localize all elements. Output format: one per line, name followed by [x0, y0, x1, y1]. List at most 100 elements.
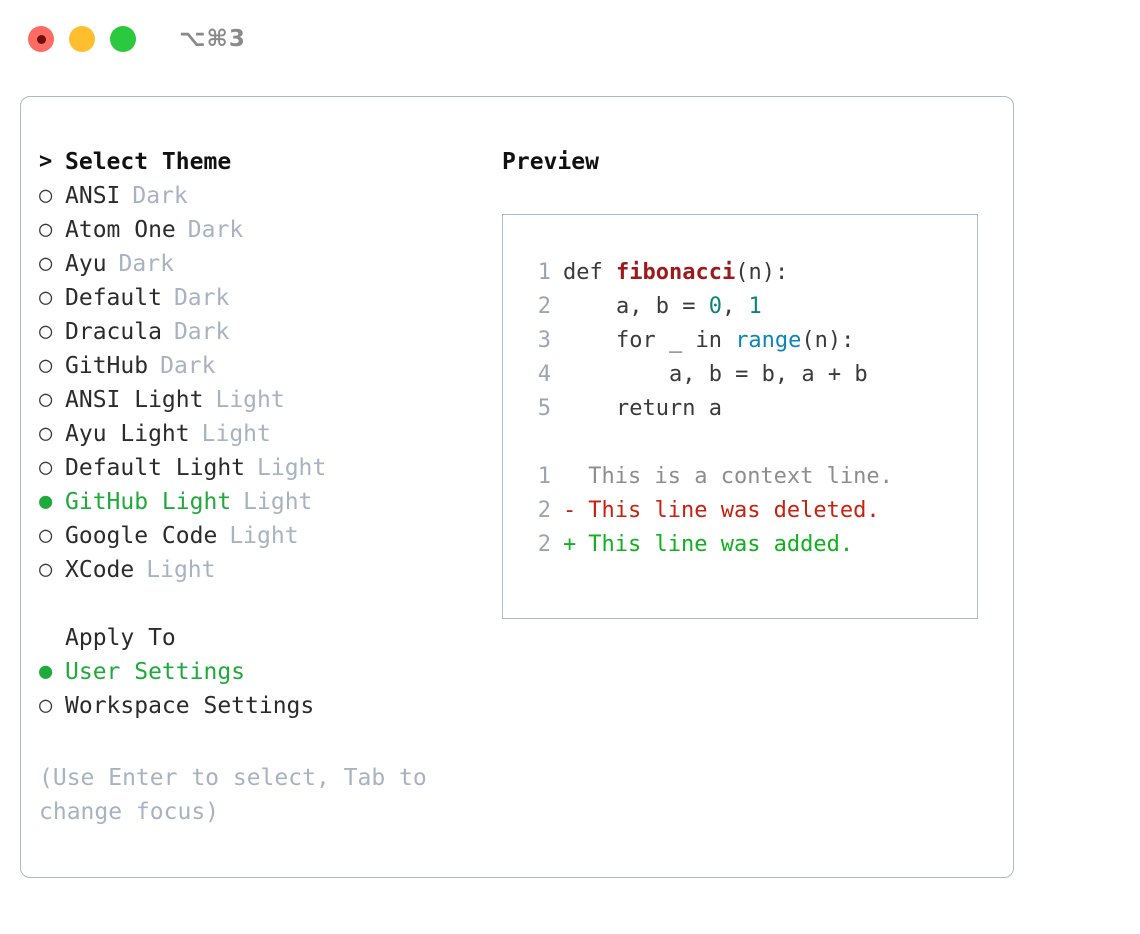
code-line: 3 for _ in range(n): [523, 323, 977, 357]
theme-option-ayu-dark[interactable]: ○ Ayu Dark [39, 247, 489, 281]
apply-to-option-user-settings[interactable]: ● User Settings [39, 655, 489, 689]
theme-label: Default [65, 285, 162, 311]
theme-label: Dracula [65, 319, 162, 345]
theme-tag: Light [257, 455, 327, 481]
code-line: 4 a, b = b, a + b [523, 357, 977, 391]
title-bar: ⌥⌘3 [0, 0, 1140, 78]
theme-tag: Dark [173, 319, 230, 345]
line-number: 4 [537, 361, 551, 387]
line-number: 2 [537, 293, 551, 319]
apply-to-header: Apply To [39, 621, 489, 655]
line-number: 3 [537, 327, 551, 353]
theme-label: Google Code [65, 523, 218, 549]
diff-sign [563, 464, 576, 489]
apply-to-option-workspace-settings[interactable]: ○ Workspace Settings [39, 689, 489, 723]
theme-label: GitHub [65, 353, 149, 379]
code-token: def [563, 259, 616, 285]
radio-unselected-icon: ○ [39, 217, 53, 242]
code-line: 2 a, b = 0, 1 [523, 289, 977, 323]
theme-tag: Dark [160, 353, 216, 379]
theme-option-ansi-light[interactable]: ○ ANSI Light Light [39, 383, 489, 417]
code-diff-spacer [523, 425, 977, 459]
code-token-builtin: range [735, 327, 802, 353]
theme-option-google-code-light[interactable]: ○ Google Code Light [39, 519, 489, 553]
theme-label: ANSI Light [65, 387, 204, 413]
theme-tag: Dark [187, 217, 244, 243]
theme-tag: Light [215, 387, 285, 413]
theme-option-xcode-light[interactable]: ○ XCode Light [39, 553, 489, 587]
radio-unselected-icon: ○ [39, 387, 53, 412]
theme-option-default-dark[interactable]: ○ Default Dark [39, 281, 489, 315]
diff-line-deleted: 2 - This line was deleted. [523, 493, 977, 527]
theme-option-ayu-light[interactable]: ○ Ayu Light Light [39, 417, 489, 451]
preview-box: 1 def fibonacci(n): 2 a, b = 0, 1 3 for … [502, 214, 978, 619]
preview-column: Preview 1 def fibonacci(n): 2 a, b = 0, … [502, 145, 982, 619]
code-token: return a [563, 395, 722, 421]
diff-line-added: 2 + This line was added. [523, 527, 977, 561]
apply-to-title: Apply To [65, 625, 176, 651]
code-token-number: 0 [708, 293, 722, 319]
radio-selected-icon: ● [39, 489, 53, 514]
code-token: a, b = [563, 293, 709, 319]
theme-label: Ayu Light [65, 421, 190, 447]
theme-tag: Dark [118, 251, 174, 277]
minimize-button[interactable] [69, 26, 95, 52]
radio-unselected-icon: ○ [39, 455, 53, 480]
radio-unselected-icon: ○ [39, 523, 53, 548]
radio-unselected-icon: ○ [39, 353, 53, 378]
radio-unselected-icon: ○ [39, 693, 53, 718]
radio-unselected-icon: ○ [39, 251, 53, 276]
diff-text: This is a context line. [588, 463, 893, 489]
code-token: (n): [735, 259, 789, 285]
diff-text: This line was deleted. [588, 497, 880, 523]
apply-to-label: User Settings [65, 659, 246, 685]
code-line: 1 def fibonacci(n): [523, 255, 977, 289]
theme-option-github-light[interactable]: ● GitHub Light Light [39, 485, 489, 519]
recording-indicator-icon [36, 34, 46, 44]
select-theme-title: Select Theme [65, 149, 232, 175]
theme-tag: Dark [173, 285, 230, 311]
caret-icon: > [39, 149, 53, 174]
diff-sign: + [563, 531, 577, 557]
section-spacer [39, 587, 489, 621]
code-token: a, b = b, a + b [563, 361, 868, 387]
theme-option-atom-one-dark[interactable]: ○ Atom One Dark [39, 213, 489, 247]
close-button[interactable] [28, 26, 54, 52]
keyboard-shortcut-label: ⌥⌘3 [179, 26, 246, 52]
code-token: (n): [801, 327, 855, 353]
preview-title: Preview [502, 149, 599, 175]
theme-tag: Light [229, 523, 299, 549]
theme-label: Ayu [65, 251, 107, 277]
theme-option-default-light[interactable]: ○ Default Light Light [39, 451, 489, 485]
line-number: 2 [537, 497, 551, 523]
diff-line-context: 1 This is a context line. [523, 459, 977, 493]
line-number: 2 [537, 531, 551, 557]
radio-unselected-icon: ○ [39, 421, 53, 446]
theme-option-ansi-dark[interactable]: ○ ANSI Dark [39, 179, 489, 213]
line-number: 1 [537, 463, 551, 489]
radio-unselected-icon: ○ [39, 183, 53, 208]
main-panel: > Select Theme ○ ANSI Dark ○ Atom One Da… [20, 96, 1014, 878]
theme-label: GitHub Light [65, 489, 232, 515]
theme-tag: Light [146, 557, 216, 583]
line-number: 1 [537, 259, 551, 285]
keyboard-hint-text: (Use Enter to select, Tab to change focu… [39, 765, 427, 825]
theme-tag: Light [201, 421, 271, 447]
diff-sign: - [563, 497, 577, 523]
theme-picker-column: > Select Theme ○ ANSI Dark ○ Atom One Da… [39, 145, 489, 723]
zoom-button[interactable] [110, 26, 136, 52]
theme-tag: Light [243, 489, 313, 515]
code-token-number: 1 [748, 293, 762, 319]
diff-text: This line was added. [588, 531, 854, 557]
code-line: 5 return a [523, 391, 977, 425]
radio-selected-icon: ● [39, 659, 53, 684]
apply-to-label: Workspace Settings [65, 693, 315, 719]
theme-option-github-dark[interactable]: ○ GitHub Dark [39, 349, 489, 383]
theme-label: Atom One [65, 217, 176, 243]
select-theme-header: > Select Theme [39, 145, 489, 179]
code-token: for _ in [563, 327, 736, 353]
code-token-function: fibonacci [615, 259, 736, 285]
radio-unselected-icon: ○ [39, 319, 53, 344]
theme-option-dracula-dark[interactable]: ○ Dracula Dark [39, 315, 489, 349]
